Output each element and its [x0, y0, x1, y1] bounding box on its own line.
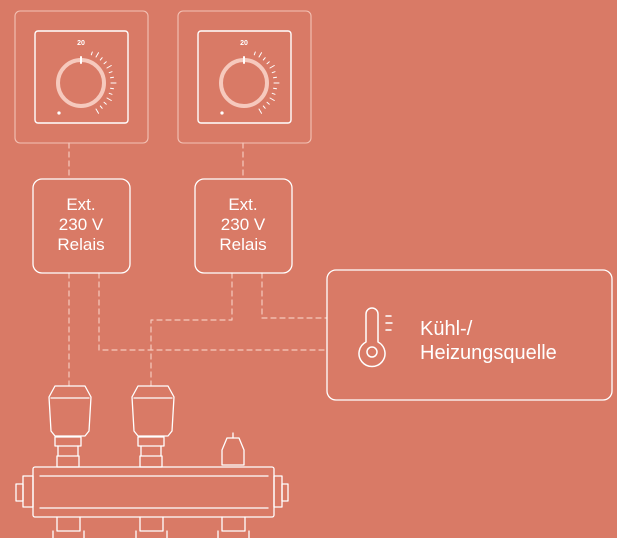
- dial-tick: [271, 92, 276, 95]
- thermostat-2-face: [197, 30, 292, 124]
- relay-1-label: Ext. 230 V Relais: [33, 195, 129, 255]
- thermostat-1-scale: [90, 51, 117, 114]
- dial-tick: [258, 52, 262, 58]
- dial-tick: [269, 97, 275, 101]
- dial-tick: [108, 71, 113, 74]
- dial-tick: [253, 51, 256, 56]
- thermometer-icon: [358, 307, 393, 368]
- relay-2-box: [194, 178, 293, 274]
- dial-tick: [99, 57, 103, 61]
- outlet-1: [56, 516, 81, 532]
- actuator-2: [131, 385, 175, 468]
- outlet-3: [221, 516, 246, 532]
- thermostat-2-dial: [219, 58, 269, 108]
- dial-tick: [271, 71, 276, 74]
- thermostat-2-scale: [253, 51, 280, 114]
- thermostat-1-dial: [56, 58, 106, 108]
- dial-tick: [258, 108, 262, 114]
- dial-tick: [103, 61, 107, 65]
- thermostat-2-frame: [177, 10, 312, 144]
- dial-tick: [95, 52, 99, 58]
- dial-tick: [262, 105, 266, 109]
- relay-1-line-3: Relais: [57, 235, 105, 254]
- thermostat-2-led: [220, 111, 224, 115]
- dial-tick: [95, 108, 99, 114]
- thermostat-1: [14, 10, 149, 144]
- source-line-2: Heizungsquelle: [420, 342, 557, 364]
- outlet-2: [139, 516, 164, 532]
- source-label: Kühl-/ Heizungsquelle: [420, 317, 557, 365]
- thermostat-1-led: [57, 111, 61, 115]
- relay-1-line-2: 230 V: [58, 215, 104, 234]
- manifold-body: [32, 466, 275, 518]
- dial-tick: [269, 65, 275, 69]
- source-line-1: Kühl-/: [420, 318, 473, 340]
- manifold: [15, 466, 289, 538]
- actuator-1-body: [48, 385, 92, 437]
- thermostat-1-frame: [14, 10, 149, 144]
- dial-tick: [108, 92, 113, 95]
- dial-tick: [90, 51, 93, 56]
- signal-wires: [68, 142, 328, 387]
- dial-tick: [110, 76, 114, 79]
- thermostat-1-setpoint: 20: [77, 40, 85, 47]
- relay-1-box: [32, 178, 131, 274]
- actuator-2-body: [131, 385, 175, 437]
- source-box: [326, 269, 613, 401]
- dial-tick: [262, 57, 266, 61]
- wire-relay-2-source: [261, 272, 328, 319]
- actuator-1: [48, 385, 92, 468]
- relay-2-line-1: Ext.: [228, 195, 258, 214]
- thermostat-1-face: [34, 30, 129, 124]
- manifold-right-cap: [273, 475, 283, 508]
- dial-tick: [273, 76, 277, 79]
- relay-2-line-3: Relais: [219, 235, 267, 254]
- wire-relay-1-source: [98, 272, 328, 351]
- dial-tick: [266, 101, 270, 105]
- dial-tick: [106, 65, 112, 69]
- thermostat-2: [177, 10, 312, 144]
- dial-tick: [273, 87, 277, 90]
- dial-tick: [106, 97, 112, 101]
- thermostat-2-setpoint: 20: [240, 40, 248, 47]
- relay-1-line-1: Ext.: [66, 195, 96, 214]
- manifold-left-cap: [22, 475, 34, 508]
- dial-tick: [103, 101, 107, 105]
- wire-relay-2-valve-2: [150, 272, 233, 387]
- air-vent: [221, 432, 245, 466]
- relay-2-line-2: 230 V: [220, 215, 266, 234]
- relay-2-label: Ext. 230 V Relais: [195, 195, 291, 255]
- dial-tick: [110, 87, 114, 90]
- dial-tick: [266, 61, 270, 65]
- dial-tick: [99, 105, 103, 109]
